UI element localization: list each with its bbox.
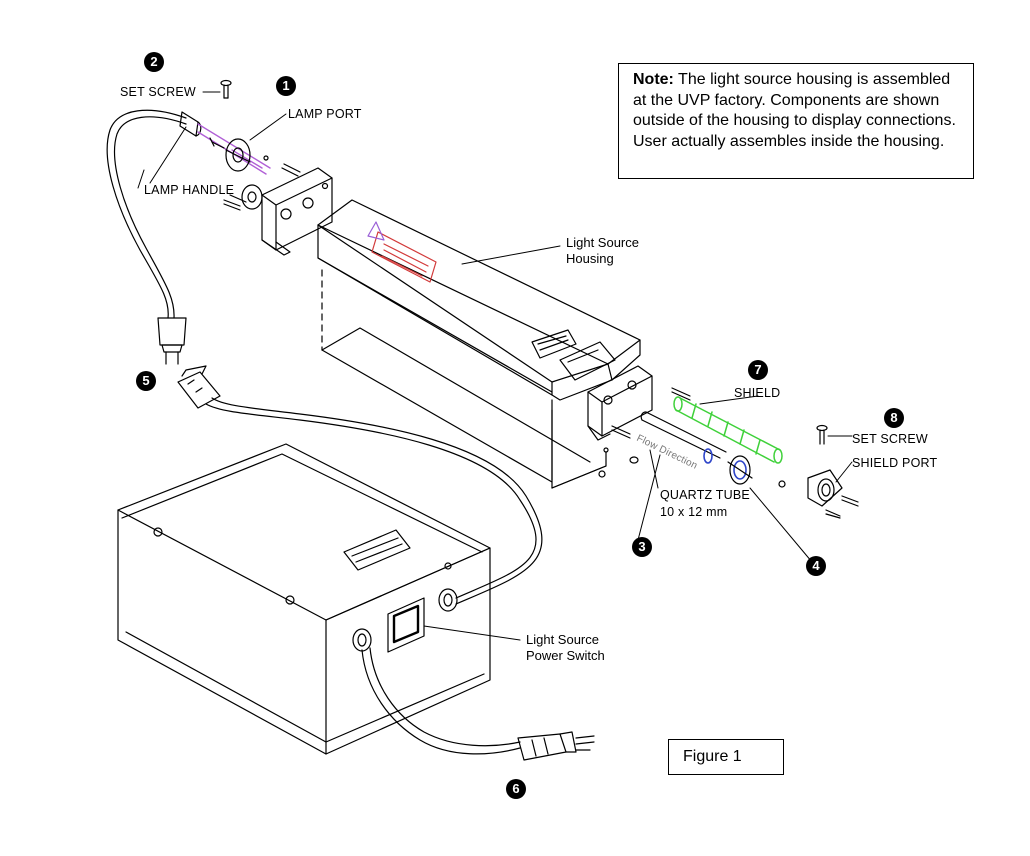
female-connector bbox=[177, 365, 221, 409]
shield-port-part bbox=[807, 469, 859, 519]
power-supply-box bbox=[117, 443, 491, 755]
small-screws-left bbox=[223, 163, 301, 211]
right-end-bracket bbox=[587, 365, 653, 441]
label-set-screw-right: SET SCREW bbox=[852, 432, 928, 446]
label-set-screw-top: SET SCREW bbox=[120, 85, 196, 99]
note-box: Note: The light source housing is assemb… bbox=[618, 63, 974, 179]
callout-3: 3 bbox=[632, 537, 652, 557]
label-quartz-tube: QUARTZ TUBE bbox=[660, 488, 750, 502]
box-ports bbox=[352, 588, 458, 652]
left-end-bracket bbox=[241, 167, 333, 256]
uv-lamp bbox=[197, 123, 271, 175]
housing-warning-label bbox=[367, 221, 437, 283]
housing-info-label bbox=[531, 329, 577, 359]
lamp-handle bbox=[179, 111, 202, 137]
label-switch-line2: Power Switch bbox=[526, 648, 605, 663]
nut-fitting bbox=[727, 455, 786, 488]
power-switch bbox=[387, 597, 425, 653]
quartz-tube bbox=[640, 411, 727, 464]
callout-7: 7 bbox=[748, 360, 768, 380]
callout-1: 1 bbox=[276, 76, 296, 96]
lamp-cord bbox=[106, 109, 187, 319]
label-shield: SHIELD bbox=[734, 386, 781, 400]
lamp-port-part bbox=[209, 137, 269, 172]
shield-tube bbox=[673, 396, 783, 464]
figure-label: Figure 1 bbox=[668, 739, 784, 775]
callout-8: 8 bbox=[884, 408, 904, 428]
label-quartz-size: 10 x 12 mm bbox=[660, 505, 728, 519]
small-screws-right bbox=[611, 387, 691, 464]
label-lamp-port: LAMP PORT bbox=[288, 107, 362, 121]
housing-body bbox=[317, 199, 641, 489]
callout-6: 6 bbox=[506, 779, 526, 799]
set-screw-top bbox=[220, 79, 232, 99]
label-lamp-handle: LAMP HANDLE bbox=[144, 183, 235, 197]
label-housing-line1: Light Source bbox=[566, 235, 639, 250]
callout-4: 4 bbox=[806, 556, 826, 576]
set-screw-right bbox=[816, 424, 828, 445]
leader-lines bbox=[137, 91, 853, 641]
note-body: The light source housing is assembled at… bbox=[633, 71, 956, 150]
callout-2: 2 bbox=[144, 52, 164, 72]
label-housing-line2: Housing bbox=[566, 251, 614, 266]
lamp-plug bbox=[157, 317, 187, 365]
callout-5: 5 bbox=[136, 371, 156, 391]
main-power-cord bbox=[361, 647, 521, 755]
label-shield-port: SHIELD PORT bbox=[852, 456, 938, 470]
main-power-plug bbox=[517, 731, 595, 761]
label-switch-line1: Light Source bbox=[526, 632, 599, 647]
connector-cord bbox=[205, 397, 543, 605]
note-heading: Note: bbox=[633, 71, 674, 88]
